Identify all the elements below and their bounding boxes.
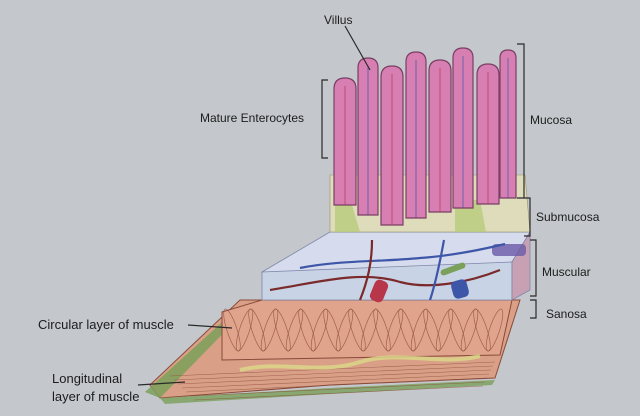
label-circular-layer: Circular layer of muscle: [38, 317, 174, 332]
circular-muscle-layer: [222, 300, 512, 360]
label-longitudinal-line2: layer of muscle: [52, 389, 139, 404]
label-mucosa: Mucosa: [530, 113, 572, 127]
label-sanosa: Sanosa: [546, 307, 587, 321]
villi-group: [334, 48, 516, 225]
label-villus: Villus: [324, 13, 352, 27]
label-mature-enterocytes: Mature Enterocytes: [200, 111, 304, 125]
label-muscular: Muscular: [542, 265, 591, 279]
label-longitudinal-line1: Longitudinal: [52, 371, 122, 386]
label-submucosa: Submucosa: [536, 210, 600, 224]
